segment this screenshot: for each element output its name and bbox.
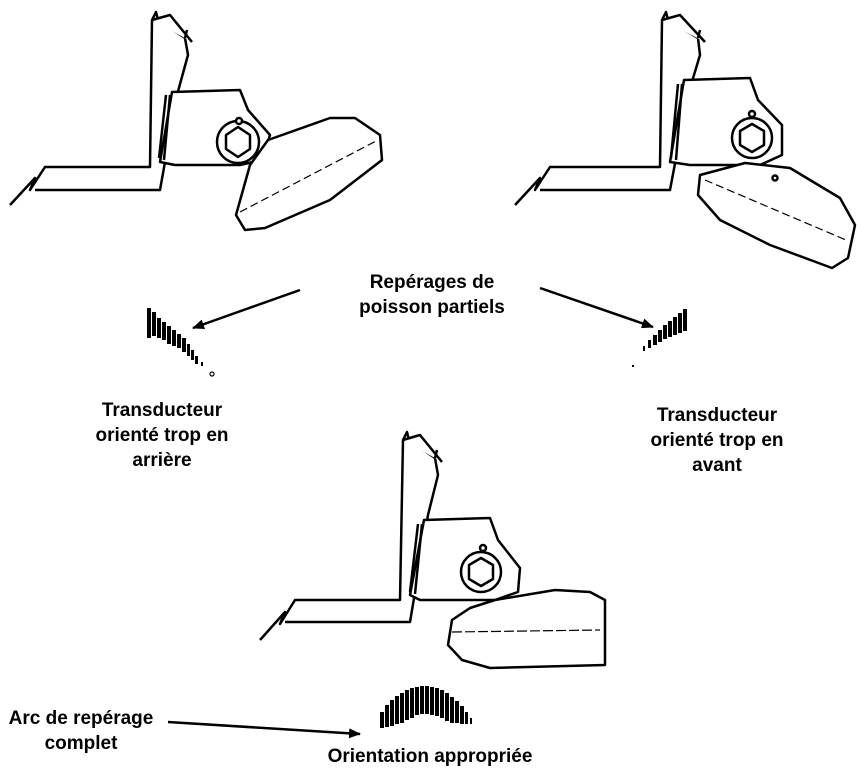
full-arch-line-2: complet: [44, 733, 118, 754]
arrow-to-full-arch: [167, 720, 361, 739]
tilted-forward-line-1: Transducteur: [656, 405, 778, 426]
arrow-to-back-mark: [192, 288, 301, 330]
tilted-back-line-1: Transducteur: [101, 400, 223, 421]
transducer-proper-illustration: [259, 430, 607, 670]
tilted-forward-line-2: orienté trop en: [650, 430, 784, 451]
tilted-forward-line-3: avant: [692, 455, 742, 476]
partial-marks-line-2: poisson partiels: [359, 297, 505, 318]
proper-orientation-label: Orientation appropriée: [285, 744, 575, 769]
full-fish-arch: [380, 686, 472, 728]
tilted-back-label: Transducteur orienté trop en arrière: [62, 398, 262, 473]
partial-marks-line-1: Repérages de: [369, 272, 495, 293]
partial-fish-mark-forward: [632, 309, 687, 367]
full-arch-label: Arc de repérage complet: [0, 706, 174, 756]
tilted-back-line-3: arrière: [132, 450, 192, 471]
tilted-back-line-2: orienté trop en: [95, 425, 229, 446]
tilted-forward-label: Transducteur orienté trop en avant: [617, 403, 817, 478]
transducer-tilted-forward-illustration: [514, 10, 857, 270]
partial-marks-label: Repérages de poisson partiels: [320, 270, 544, 320]
transducer-tilted-back-illustration: [9, 10, 384, 232]
arrow-to-forward-mark: [539, 286, 654, 329]
full-arch-line-1: Arc de repérage: [8, 708, 154, 729]
partial-fish-mark-back: [147, 308, 215, 377]
proper-orientation-text: Orientation appropriée: [327, 746, 533, 767]
